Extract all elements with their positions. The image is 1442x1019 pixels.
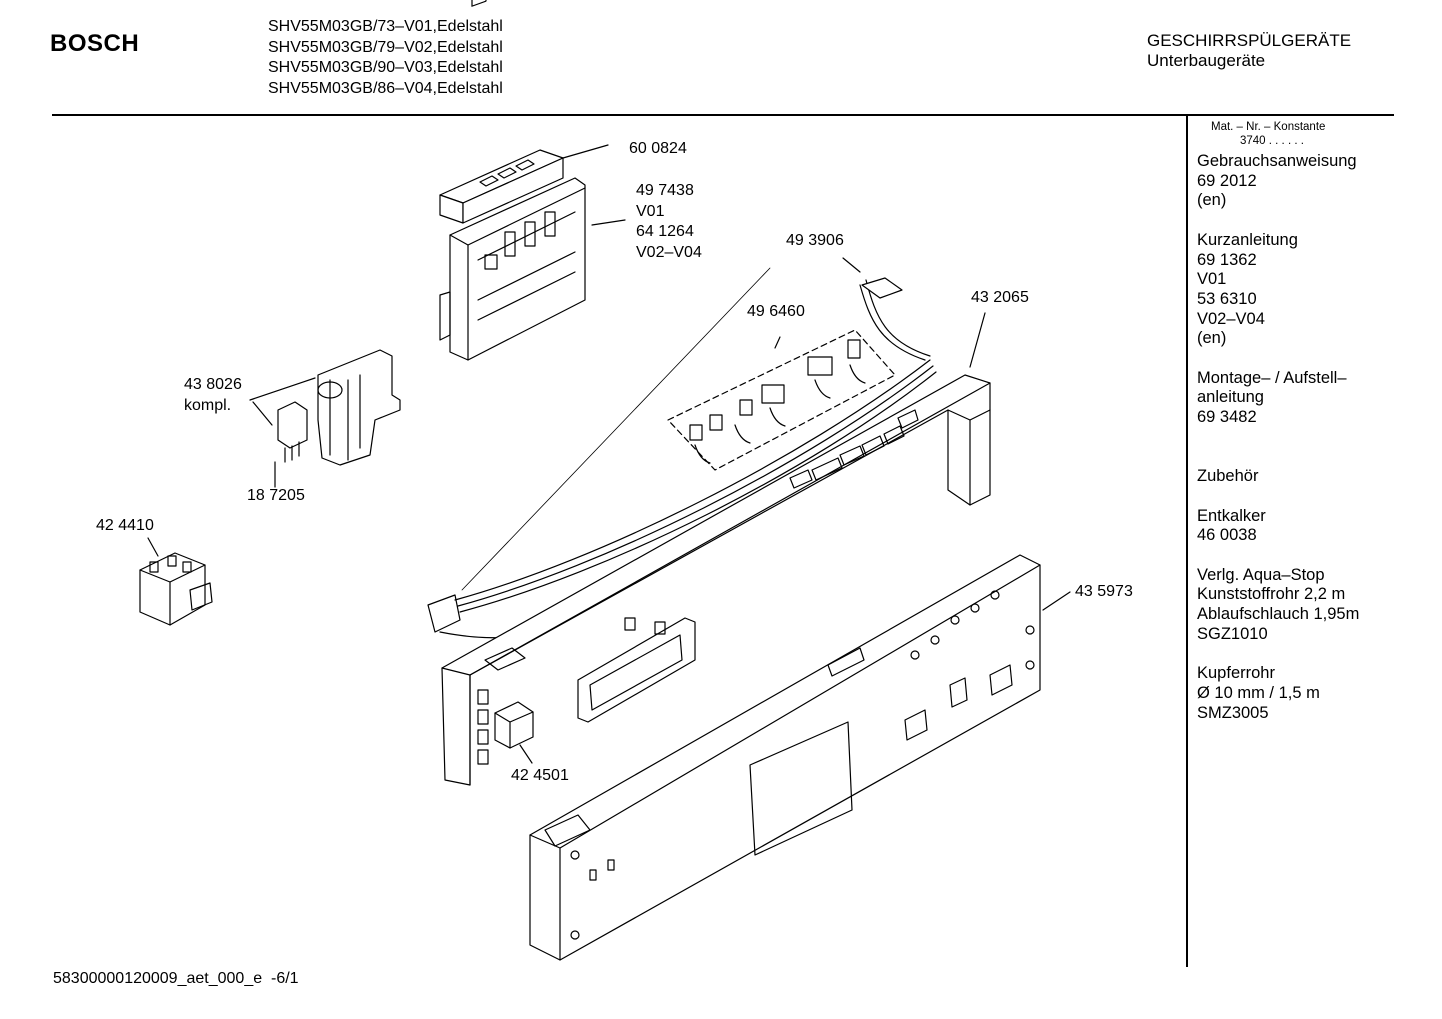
sidebar-line: Kupferrohr <box>1197 664 1275 683</box>
sidebar-line: Ablaufschlauch 1,95m <box>1197 605 1360 624</box>
sidebar-divider <box>1186 116 1188 967</box>
sidebar-line: Kurzanleitung <box>1197 230 1298 249</box>
part-switch-assembly[interactable] <box>317 349 401 466</box>
footer-page: -6/1 <box>271 970 299 987</box>
sidebar-line: SMZ3005 <box>1197 703 1269 722</box>
part-connector-group[interactable] <box>667 329 896 471</box>
exploded-parts-drawing <box>139 0 1071 961</box>
part-wire-harness[interactable] <box>427 277 937 639</box>
part-label-497438: 49 7438 V01 64 1264 V02–V04 <box>636 181 702 263</box>
category-subtitle: Unterbaugeräte <box>1147 51 1266 70</box>
sidebar-line: Gebrauchsanweisung <box>1197 152 1357 170</box>
matnr-value: 3740 . . . . . . <box>1240 135 1304 147</box>
sidebar-line <box>1197 546 1359 566</box>
sidebar-line <box>1197 349 1359 369</box>
part-label-438026: 43 8026 kompl. <box>184 375 242 416</box>
model-line-1: SHV55M03GB/73–V01,Edelstahl <box>268 18 503 35</box>
sidebar-line: Kunststoffrohr 2,2 m <box>1197 585 1346 604</box>
sidebar-line: 69 1362 <box>1197 250 1257 269</box>
part-label-435973: 43 5973 <box>1075 583 1133 600</box>
leader-line <box>1042 591 1071 611</box>
sidebar-line: 46 0038 <box>1197 526 1257 545</box>
part-label-432065: 43 2065 <box>971 289 1029 306</box>
sidebar-line: (en) <box>1197 329 1227 348</box>
sidebar-line: Zubehör <box>1197 467 1259 486</box>
brand-logo: BOSCH <box>50 30 140 57</box>
part-label-424410: 42 4410 <box>96 517 154 534</box>
part-label-496460: 49 6460 <box>747 303 805 320</box>
part-fascia-frame[interactable] <box>441 374 991 786</box>
matnr-block: Mat. – Nr. – Konstante 3740 . . . . . . <box>1211 120 1325 148</box>
part-label-line: V01 <box>636 202 665 220</box>
sidebar-line: anleitung <box>1197 388 1264 407</box>
leader-line <box>842 257 861 273</box>
part-relay-block[interactable] <box>139 552 213 626</box>
part-label-line: 49 7438 <box>636 182 694 199</box>
sidebar-line: V01 <box>1197 270 1227 289</box>
leader-line <box>461 267 771 591</box>
part-label-187205: 18 7205 <box>247 487 305 504</box>
part-handle[interactable] <box>577 617 696 723</box>
sidebar-line <box>1197 645 1359 665</box>
sidebar-line: 69 3482 <box>1197 408 1257 427</box>
matnr-title: Mat. – Nr. – Konstante <box>1211 121 1326 133</box>
part-label-424501: 42 4501 <box>511 767 569 784</box>
part-label-line: V02–V04 <box>636 243 702 261</box>
leader-line <box>252 401 273 426</box>
part-label-600824: 60 0824 <box>629 140 687 157</box>
sidebar-line <box>1197 428 1359 448</box>
sidebar-line <box>1197 487 1359 507</box>
leader-line <box>249 377 316 401</box>
sidebar-line: Montage– / Aufstell– <box>1197 368 1347 387</box>
leader-line <box>774 336 781 349</box>
sidebar-line: 69 2012 <box>1197 171 1257 190</box>
part-label-line: 43 8026 <box>184 376 242 393</box>
sidebar-line: Ø 10 mm / 1,5 m <box>1197 683 1320 702</box>
footer-code: 58300000120009_aet_000_e <box>53 970 263 987</box>
model-line-4: SHV55M03GB/86–V04,Edelstahl <box>268 79 503 97</box>
part-microswitch[interactable] <box>277 401 308 463</box>
part-button-strip[interactable] <box>439 0 564 224</box>
category-title: GESCHIRRSPÜLGERÄTE <box>1147 31 1352 50</box>
leader-line <box>562 144 609 159</box>
part-inner-panel[interactable] <box>529 554 1041 961</box>
category-block: GESCHIRRSPÜLGERÄTE Unterbaugeräte <box>1147 31 1351 71</box>
sidebar-notes: Gebrauchsanweisung 69 2012 (en) Kurzanle… <box>1197 152 1359 723</box>
model-list: SHV55M03GB/73–V01,Edelstahl SHV55M03GB/7… <box>268 17 503 99</box>
sidebar-line <box>1197 211 1359 231</box>
sidebar-line: 53 6310 <box>1197 289 1257 308</box>
part-small-block[interactable] <box>494 701 534 749</box>
sidebar-line: (en) <box>1197 191 1227 210</box>
model-line-3: SHV55M03GB/90–V03,Edelstahl <box>268 59 503 76</box>
sidebar-line: V02–V04 <box>1197 309 1265 328</box>
part-control-module[interactable] <box>439 177 586 361</box>
footer: 58300000120009_aet_000_e -6/1 <box>53 970 299 988</box>
sidebar-line: Verlg. Aqua–Stop <box>1197 565 1325 584</box>
sidebar-line <box>1197 448 1359 468</box>
part-label-493906: 49 3906 <box>786 232 844 249</box>
header-divider <box>52 114 1394 116</box>
sidebar-line: SGZ1010 <box>1197 624 1268 643</box>
leader-line <box>969 312 986 368</box>
leader-line <box>147 537 159 557</box>
part-label-line: kompl. <box>184 396 232 414</box>
leader-line <box>519 744 533 764</box>
sidebar-line: Entkalker <box>1197 506 1266 525</box>
part-label-line: 64 1264 <box>636 223 694 240</box>
model-line-2: SHV55M03GB/79–V02,Edelstahl <box>268 38 503 56</box>
leader-line <box>591 219 626 226</box>
